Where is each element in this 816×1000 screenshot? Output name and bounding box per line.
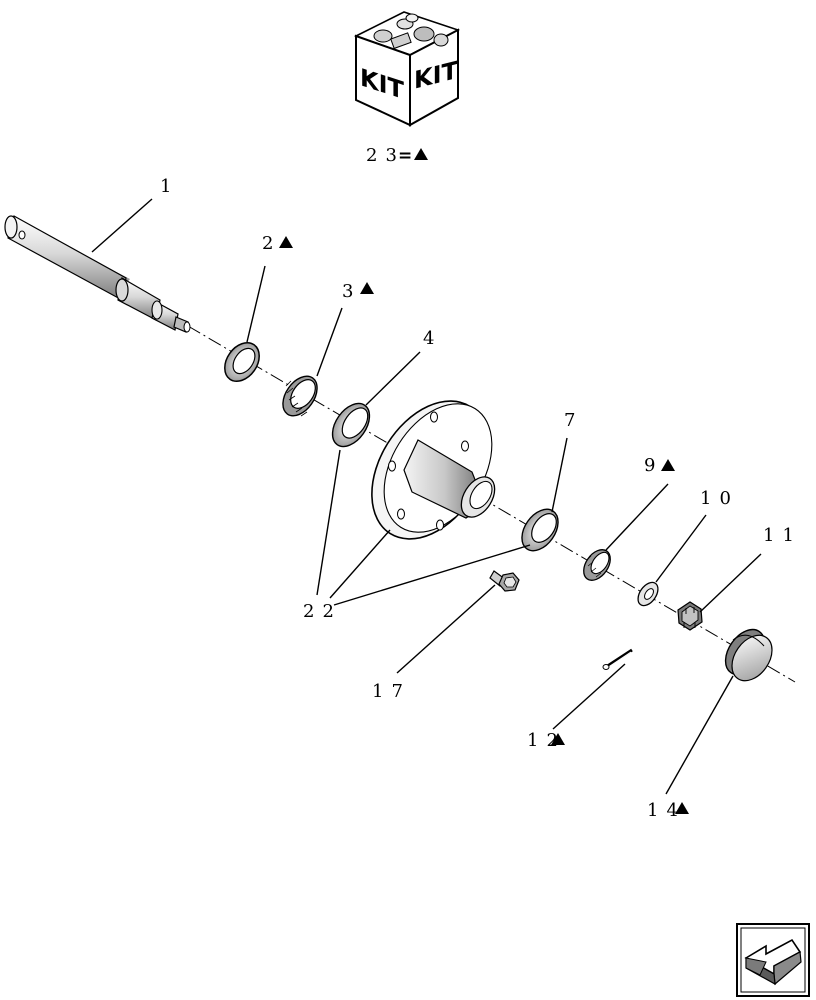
callout-14: 14 [647, 800, 686, 821]
outer-bearing-cup [521, 508, 559, 552]
kit-legend: 23 = [366, 145, 428, 166]
wheel-hub [371, 400, 496, 540]
callout-2: 2 [262, 233, 281, 254]
callout-17: 17 [372, 681, 411, 702]
inner-bearing-cup [331, 402, 371, 448]
callout-10: 10 [700, 488, 739, 509]
callout-7: 7 [564, 410, 583, 431]
callout-12: 12 [527, 730, 566, 751]
dust-cap [724, 628, 773, 682]
kit-legend-equals: = [398, 146, 412, 166]
callout-9: 9 [644, 455, 663, 476]
outer-bearing-cone [583, 549, 611, 581]
callout-labels: 1 2 3 4 7 9 10 11 12 14 17 22 [160, 176, 802, 821]
callout-22: 22 [303, 601, 342, 622]
washer [637, 581, 659, 607]
kit-triangle-icon [360, 282, 374, 294]
kit-legend-number: 23 [366, 145, 405, 166]
castle-nut [677, 601, 703, 631]
wheel-bolt [489, 570, 520, 592]
callout-11: 11 [763, 525, 802, 546]
kit-triangle-icon [551, 733, 565, 745]
callout-4: 4 [423, 328, 442, 349]
callout-1: 1 [160, 176, 179, 197]
kit-triangle-icon [661, 459, 675, 471]
callout-3: 3 [342, 281, 361, 302]
kit-box-icon: KIT KIT [353, 11, 461, 127]
kit-triangle-icon [279, 236, 293, 248]
grease-seal [224, 342, 260, 382]
kit-triangle-icon [414, 148, 428, 160]
inner-bearing-cone [282, 375, 318, 417]
cotter-pin [602, 648, 633, 670]
kit-triangle-icon [675, 802, 689, 814]
leader-lines [91, 198, 762, 795]
spindle-shaft [4, 215, 191, 333]
back-arrow-icon[interactable] [736, 923, 810, 997]
